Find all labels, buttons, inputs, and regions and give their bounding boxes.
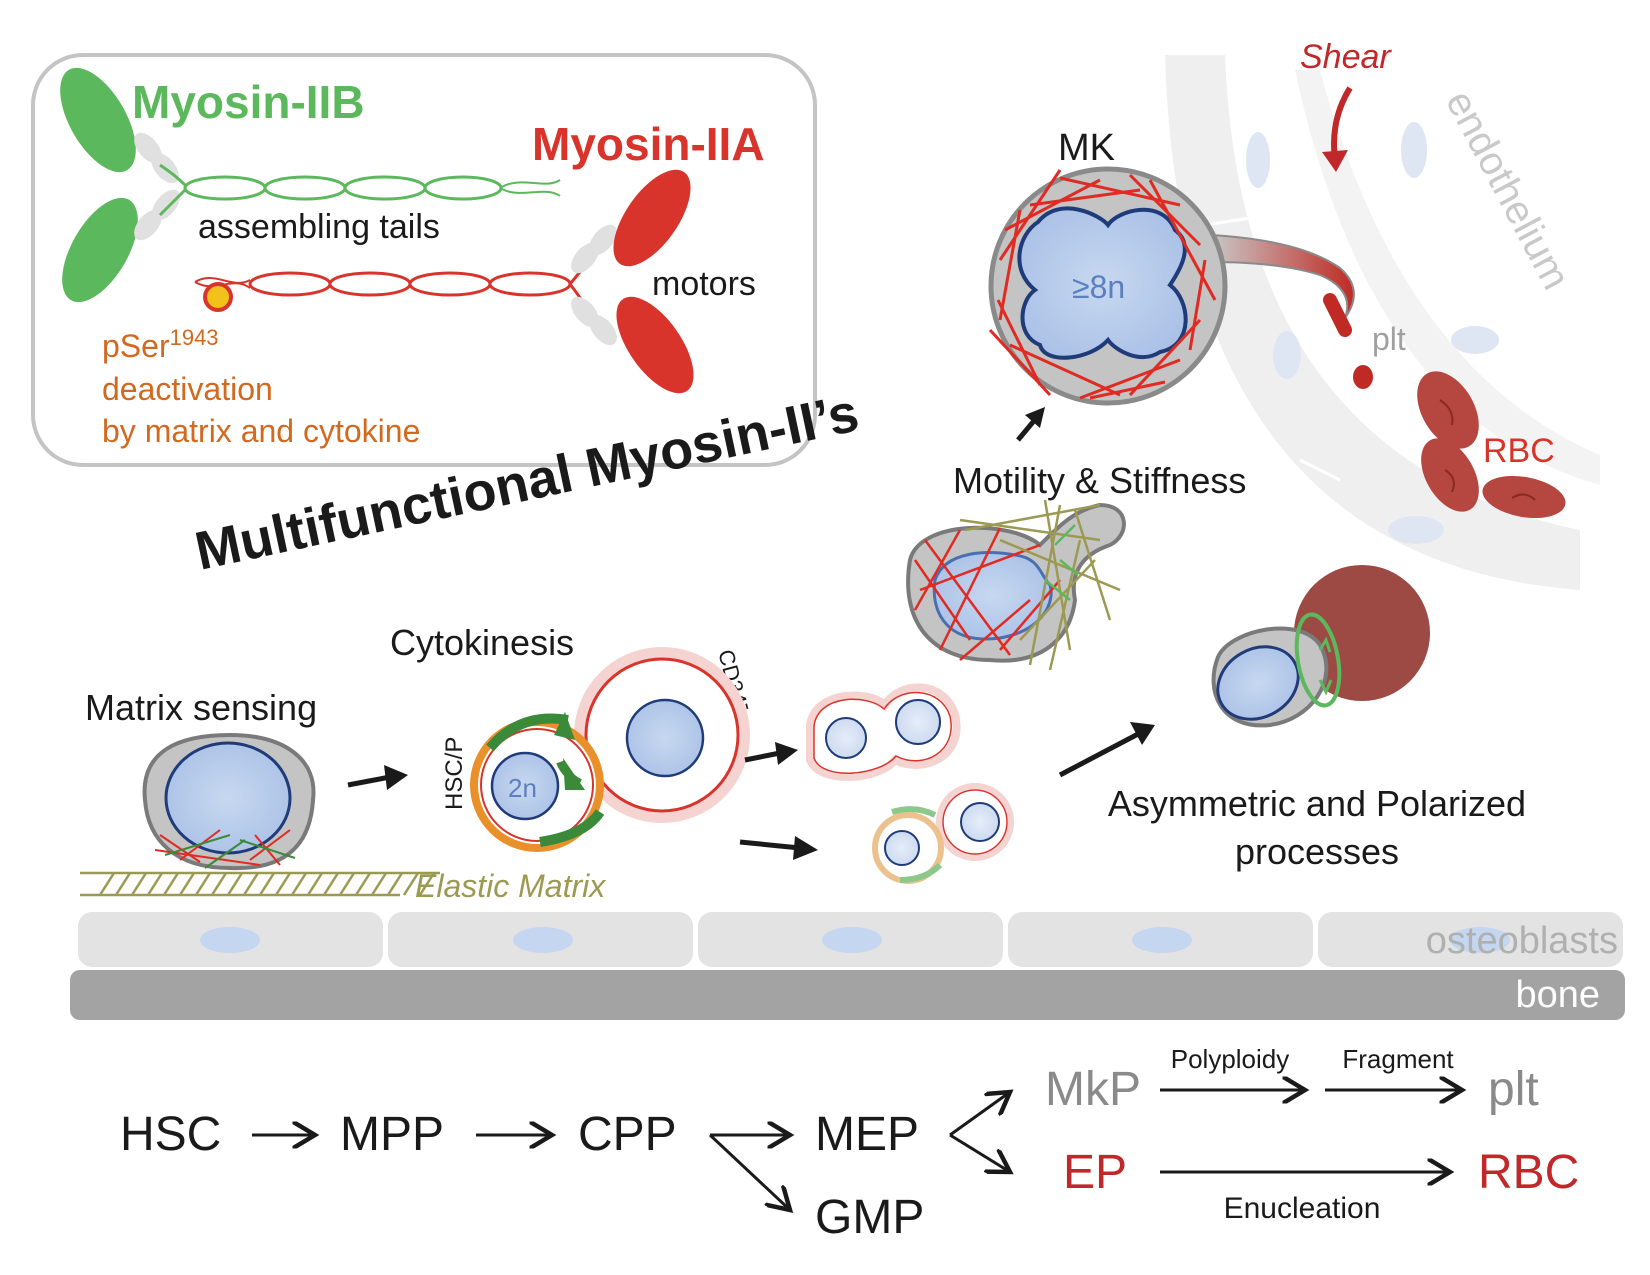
lineage-hsc: HSC [120,1108,221,1161]
matrix-sensing-cell [142,732,316,871]
myosin-iia-molecule [194,169,694,394]
matrix-hatch-line [226,872,244,896]
matrix-hatch-line [338,872,356,896]
bone-layer [70,970,1625,1020]
matrix-hatch-line [98,872,116,896]
lineage-mkp: MkP [1045,1063,1141,1116]
matrix-hatch-line [306,872,324,896]
assembling-tails-label: assembling tails [198,208,440,246]
arrow-matrix-to-cytokinesis [347,765,408,790]
endothelium-vessel [1165,55,1600,590]
matrix-hatch-line [386,872,404,896]
lineage-rbc: RBC [1478,1146,1579,1199]
polarized-cell [1211,565,1430,728]
ploidy-label: ≥8n [1072,269,1125,305]
matrix-hatch-line [322,872,340,896]
arrow-to-polarized [1058,722,1155,778]
endothelium-label: endothelium [1437,84,1578,297]
shear-arrow [1322,86,1353,172]
mk-actomyosin-fibers [988,169,1217,400]
matrix-hatch-line [258,872,276,896]
matrix-hatch-line [290,872,308,896]
motors-label: motors [652,265,756,303]
elastic-matrix-label: Elastic Matrix [415,868,606,904]
matrix-hatch-line [274,872,292,896]
lineage-plt: plt [1488,1063,1539,1116]
cytokinesis-label: Cytokinesis [390,622,574,663]
daughter-cells-symmetric [806,683,961,781]
matrix-sensing-label: Matrix sensing [85,687,317,728]
osteoblast-layer [78,912,1623,967]
pser-label: pSer1943 [102,325,219,364]
lineage-cpp: CPP [578,1108,677,1161]
matrix-hatch-line [178,872,196,896]
myosin-inset: Myosin-IIB assembling tails Myosin-IIA m… [31,53,817,467]
lineage-mpp: MPP [340,1108,444,1161]
matrix-hatch-line [354,872,372,896]
rbc-vessel-label: RBC [1483,432,1555,470]
lineage-mep: MEP [815,1108,919,1161]
matrix-hatch-line [130,872,148,896]
matrix-hatch-line [402,872,420,896]
polyploidy-label: Polyploidy [1171,1044,1290,1074]
pser-superscript: 1943 [170,325,219,350]
by-matrix-label: by matrix and cytokine [102,413,420,449]
red-blood-cells [1417,371,1566,519]
matrix-hatch-line [194,872,212,896]
migrating-cell-myosin-iib [1044,524,1079,601]
megakaryocyte [988,166,1373,406]
matrix-hatch-line [210,872,228,896]
lineage-gmp: GMP [815,1191,924,1244]
arrows-to-daughters [739,742,818,860]
matrix-hatch-line [162,872,180,896]
asymmetric-label-1: Asymmetric and Polarized [1108,783,1526,824]
pser-base: pSer [102,328,170,364]
matrix-hatch-line [114,872,132,896]
shear-label: Shear [1300,38,1392,76]
mk-label: MK [1058,127,1115,169]
lineage-ep: EP [1063,1146,1127,1199]
myosin-iib-label: Myosin-IIB [132,76,365,128]
daughter-cells-asymmetric [872,783,1014,884]
deactivation-label: deactivation [102,371,273,407]
plt-vessel-label: plt [1372,321,1406,357]
myosin-iia-label: Myosin-IIA [532,118,765,170]
elastic-matrix [80,871,440,897]
migrating-cell [906,499,1126,671]
osteoblasts-label: osteoblasts [1426,920,1618,962]
lineage-arrows [252,1090,1462,1210]
matrix-hatch-line [146,872,164,896]
arrow-to-mk [1016,407,1045,442]
myosin-iib-molecule [60,67,561,303]
two-n-label: 2n [508,773,537,803]
matrix-hatch-line [242,872,260,896]
matrix-fibers [959,499,1121,671]
phosphosite-marker [203,282,233,312]
bone-label: bone [1515,974,1600,1016]
hscp-label: HSC/P [441,737,468,810]
matrix-hatch-line [418,872,436,896]
migrating-cell-fibers [913,527,1061,661]
fragment-label: Fragment [1342,1044,1454,1074]
dividing-cell [470,647,750,852]
enucleation-label: Enucleation [1224,1192,1381,1225]
motility-label: Motility & Stiffness [953,460,1246,501]
lineage-tree: HSC MPP CPP MEP GMP MkP EP plt RBC Polyp… [120,1044,1579,1244]
matrix-hatch-line [370,872,388,896]
asymmetric-label-2: processes [1235,831,1399,872]
